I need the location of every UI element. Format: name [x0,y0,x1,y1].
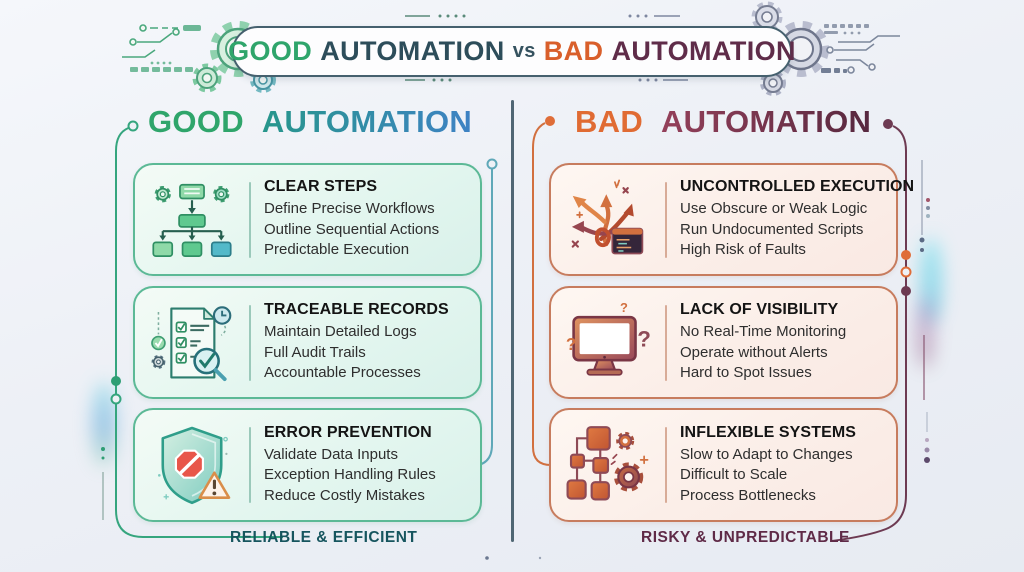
card-uncontrolled-execution: UNCONTROLLED EXECUTION Use Obscure or We… [549,163,914,276]
question-mark-glyph: ? [637,326,651,351]
glow-accent-right-cyan [920,238,942,324]
card-title: UNCONTROLLED EXECUTION [680,178,915,196]
question-mark-glyph: ? [620,300,628,315]
card-line: Process Bottlenecks [680,486,816,504]
card-divider [665,181,667,258]
card-line: Operate without Alerts [680,343,828,361]
banner-automation-left-label: AUTOMATION [320,36,505,66]
card-clear-steps: CLEAR STEPS Define Precise Workflows Out… [133,163,482,276]
card-error-prevention: ERROR PREVENTION Validate Data Inputs Ex… [133,408,482,522]
card-line: Reduce Costly Mistakes [264,486,425,504]
card-title: TRACEABLE RECORDS [264,301,449,319]
card-line: No Real-Time Monitoring [680,323,847,341]
banner-vs-label: vs [512,40,536,62]
card-line: Predictable Execution [264,241,410,259]
bad-column-header: BAD AUTOMATION [575,104,871,140]
good-column-footer: RELIABLE & EFFICIENT [230,529,418,546]
good-header-word1: GOOD [148,104,244,139]
card-line: Maintain Detailed Logs [264,323,417,341]
card-line: Validate Data Inputs [264,445,398,463]
card-title: LACK OF VISIBILITY [680,301,839,319]
checklist-audit-icon [135,288,249,397]
card-line: Exception Handling Rules [264,466,436,484]
good-header-word2: AUTOMATION [261,104,473,139]
card-title: CLEAR STEPS [264,178,378,196]
glow-accent-left [92,382,116,466]
card-line: Full Audit Trails [264,343,366,361]
card-title: INFLEXIBLE SYSTEMS [680,423,857,441]
bad-header-word1: BAD [575,104,644,139]
banner-good-label: GOOD [228,36,313,66]
center-divider [511,100,514,542]
monitor-question-icon: ? ? ? [551,288,665,397]
card-line: Outline Sequential Actions [264,220,440,238]
card-line: Accountable Processes [264,364,421,382]
card-line: Hard to Spot Issues [680,364,812,382]
card-line: Use Obscure or Weak Logic [680,200,868,218]
card-line: Run Undocumented Scripts [680,220,864,238]
shield-stop-icon [135,410,249,520]
title-banner: GOOD AUTOMATION vs BAD AUTOMATION [228,26,796,77]
question-mark-glyph: ? [566,333,577,353]
banner-automation-right-label: AUTOMATION [611,36,796,66]
card-line: Difficult to Scale [680,466,788,484]
bad-header-word2: AUTOMATION [660,104,872,139]
bad-column-footer: RISKY & UNPREDICTABLE [641,529,850,546]
card-inflexible-systems: INFLEXIBLE SYSTEMS Slow to Adapt to Chan… [549,408,898,522]
card-traceable-records: TRACEABLE RECORDS Maintain Detailed Logs… [133,286,482,399]
tangled-arrows-icon [551,165,665,274]
flowchart-gears-icon [135,165,249,274]
card-title: ERROR PREVENTION [264,423,432,441]
card-line: Slow to Adapt to Changes [680,445,853,463]
card-line: Define Precise Workflows [264,200,435,218]
card-line: High Risk of Faults [680,241,806,259]
banner-bad-label: BAD [543,36,604,66]
glow-accent-right-purple [916,296,934,368]
card-divider [665,304,667,381]
rigid-blocks-gears-icon [551,410,665,520]
card-lack-of-visibility: ? ? ? LACK OF VISIBILITY No Real-Time Mo… [549,286,898,399]
good-column-header: GOOD AUTOMATION [148,104,472,140]
card-divider [665,427,667,503]
